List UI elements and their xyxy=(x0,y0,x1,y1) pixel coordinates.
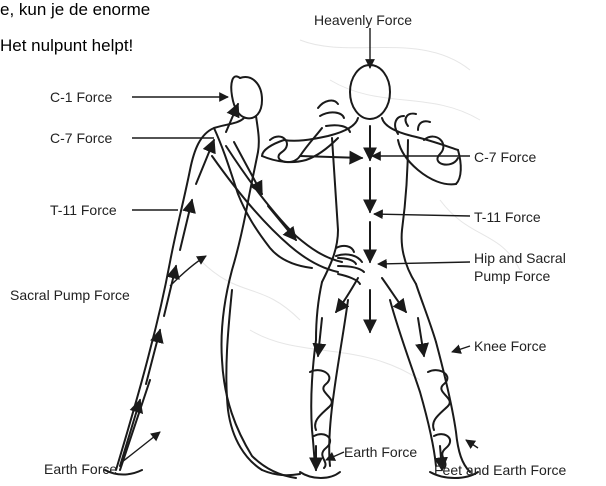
label-hip-sacral-line1: Hip and Sacral xyxy=(474,250,566,266)
label-c7-force-left: C-7 Force xyxy=(50,130,112,146)
label-earth-force-left: Earth Force xyxy=(44,461,117,477)
leader-lines xyxy=(122,28,478,462)
background-texture xyxy=(200,40,520,380)
label-c7-force-right: C-7 Force xyxy=(474,149,536,165)
label-sacral-pump-force: Sacral Pump Force xyxy=(10,287,130,303)
label-earth-force-center: Earth Force xyxy=(344,444,417,460)
label-hip-sacral-line2: Pump Force xyxy=(474,268,550,284)
label-heavenly-force: Heavenly Force xyxy=(314,12,412,28)
label-t11-force-left: T-11 Force xyxy=(50,202,117,218)
right-figure xyxy=(262,65,478,478)
label-c1-force: C-1 Force xyxy=(50,89,112,105)
label-feet-earth-force: Feet and Earth Force xyxy=(434,462,566,478)
label-t11-force-right: T-11 Force xyxy=(474,209,541,225)
label-knee-force: Knee Force xyxy=(474,338,546,354)
